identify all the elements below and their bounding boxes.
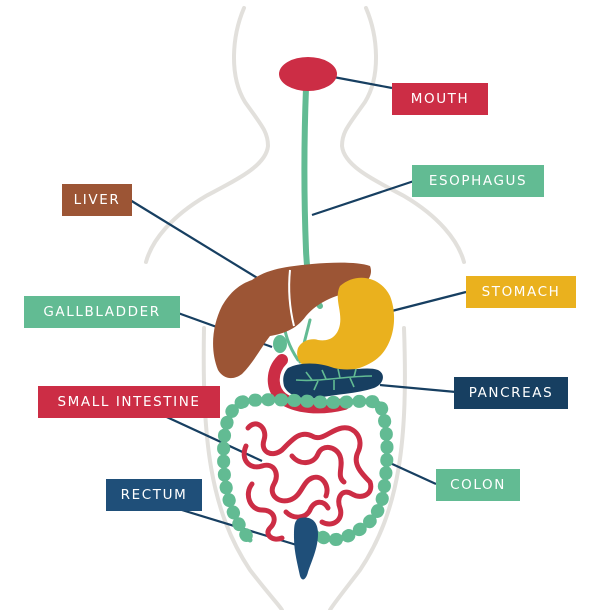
stomach-label: STOMACH xyxy=(466,276,576,308)
liver-label: LIVER xyxy=(62,184,132,216)
colon-label: COLON xyxy=(436,469,520,501)
leader-esophagus xyxy=(312,181,414,215)
mouth-label: MOUTH xyxy=(392,83,488,115)
rectum-organ xyxy=(294,518,318,580)
esophagus-label: ESOPHAGUS xyxy=(412,165,544,197)
leader-mouth xyxy=(328,76,392,88)
mouth-organ xyxy=(279,57,337,91)
gallbladder-label: GALLBLADDER xyxy=(24,296,180,328)
small-intestine-label: SMALL INTESTINE xyxy=(38,386,220,418)
leader-liver xyxy=(130,200,272,287)
leader-pancreas xyxy=(380,385,456,392)
pancreas-label: PANCREAS xyxy=(454,377,568,409)
pancreas-organ xyxy=(283,364,383,399)
leader-stomach xyxy=(384,292,466,313)
gallbladder-organ xyxy=(273,335,287,353)
rectum-label: RECTUM xyxy=(106,479,202,511)
